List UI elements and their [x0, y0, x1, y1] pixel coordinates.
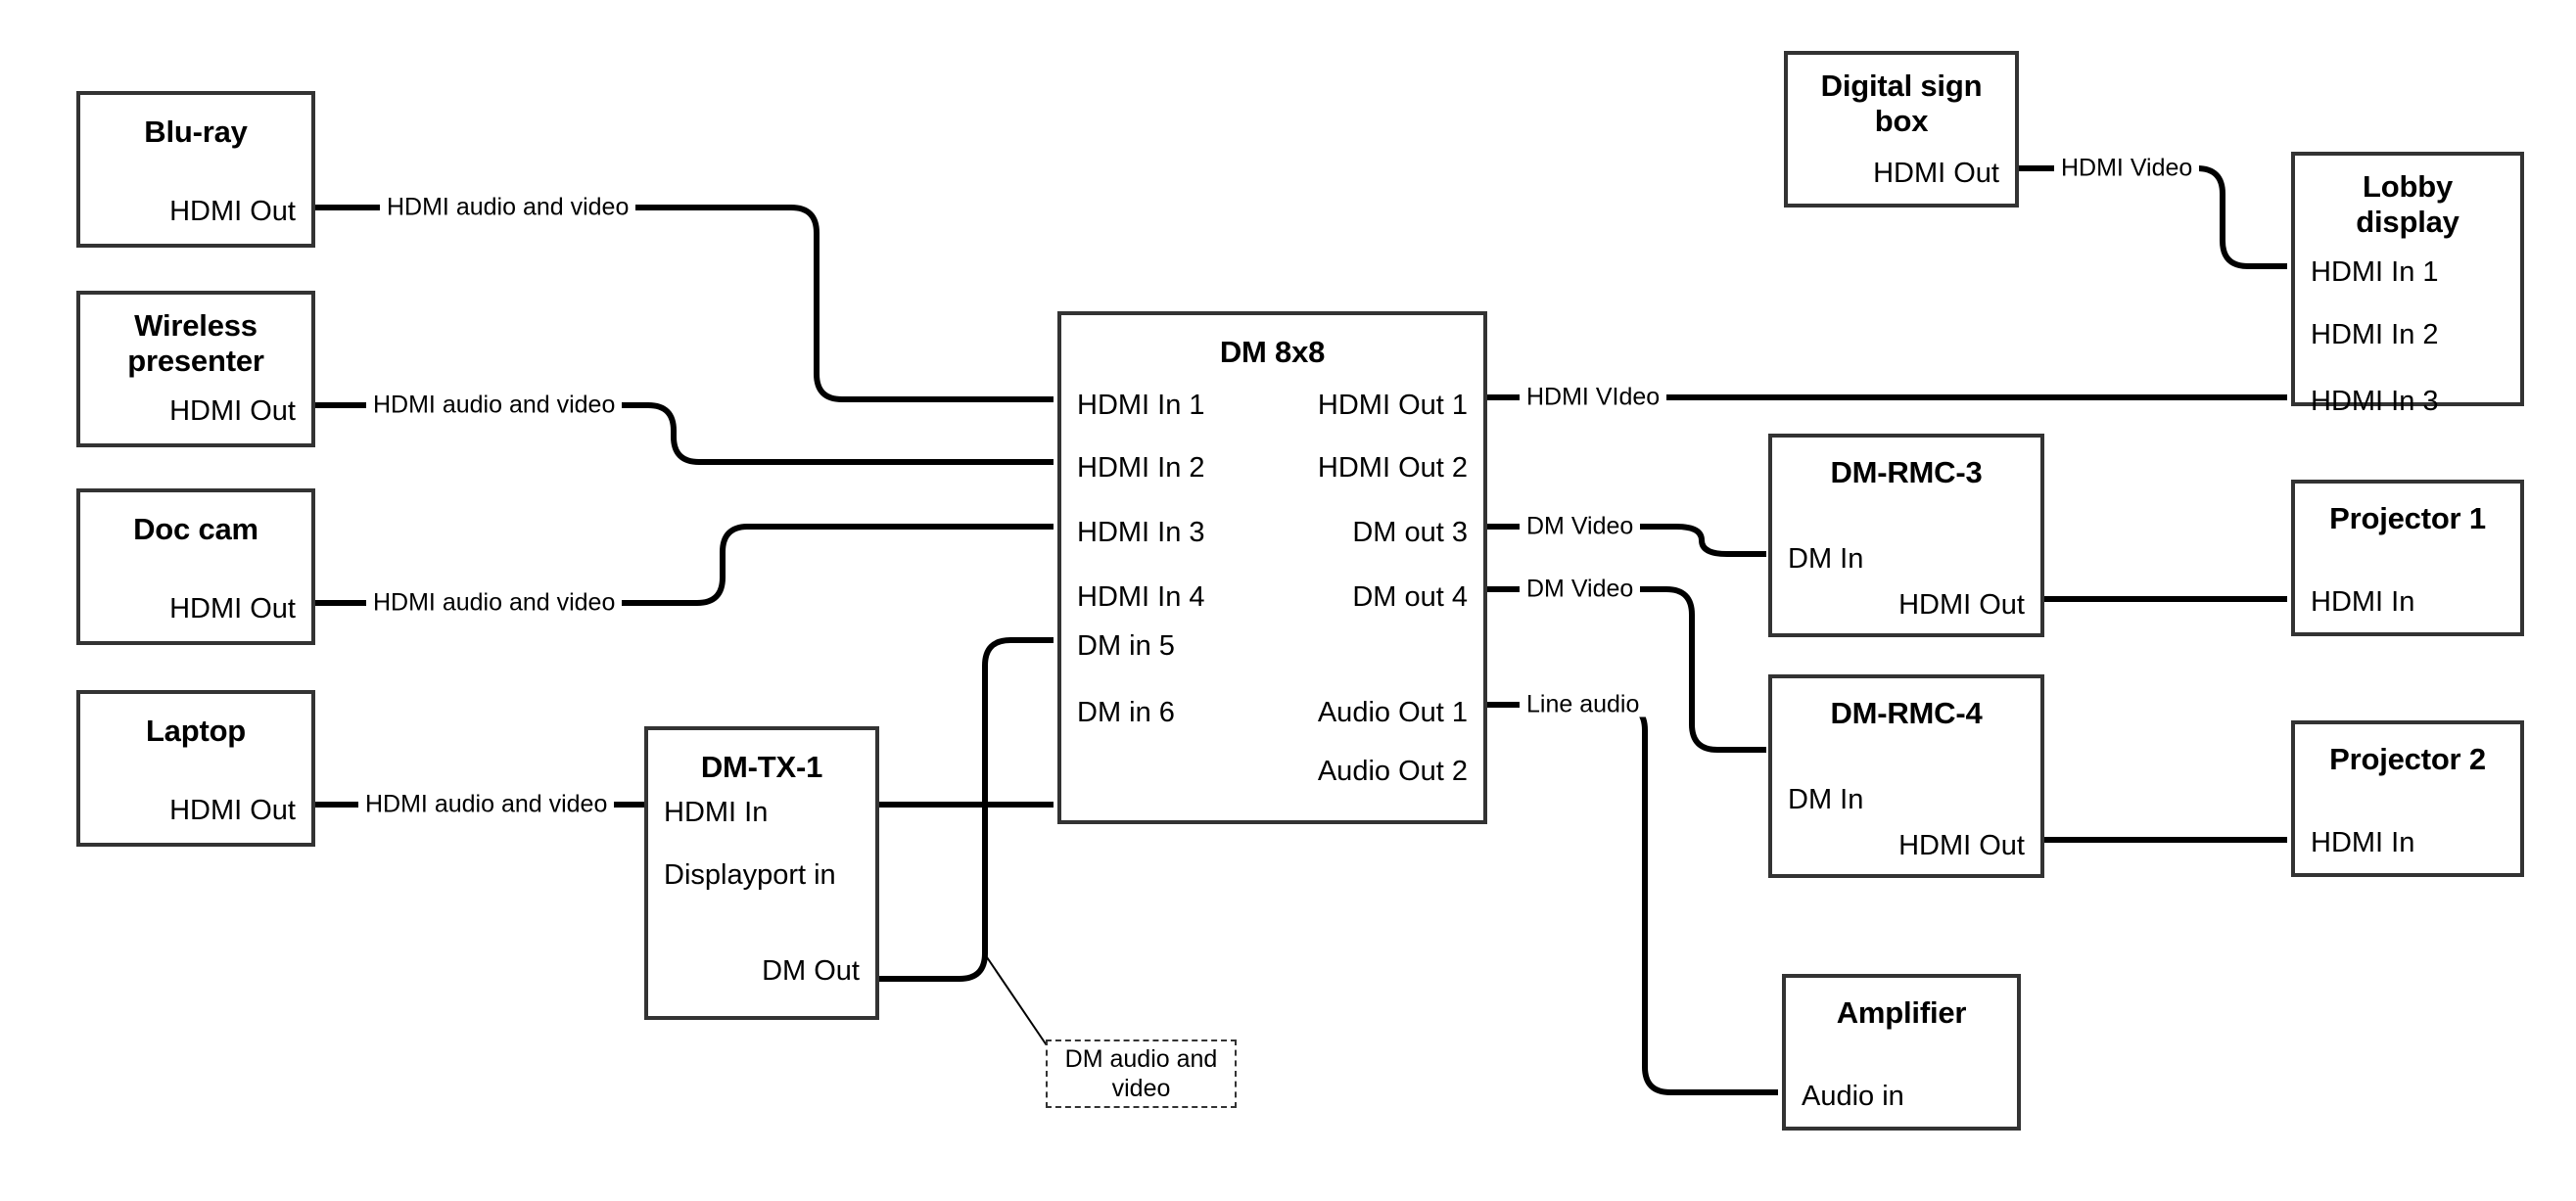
projector-1-port-hdmi-in: HDMI In — [2311, 586, 2415, 618]
dm-tx-1-port-dm-out: DM Out — [762, 955, 860, 987]
dm-8x8-input-hdmi-in-3: HDMI In 3 — [1077, 517, 1205, 548]
device-box-doc-cam[interactable]: Doc cam HDMI Out — [76, 488, 315, 645]
doc-cam-title: Doc cam — [133, 512, 258, 546]
lobby-display-input-hdmi-in-1: HDMI In 1 — [2311, 256, 2439, 288]
dm-8x8-output-audio-out-1: Audio Out 1 — [1317, 697, 1468, 728]
laptop-port-hdmi-out: HDMI Out — [169, 795, 296, 826]
device-box-dm-tx-1[interactable]: DM-TX-1 HDMI In Displayport in DM Out — [644, 726, 879, 1020]
lobby-display-input-hdmi-in-3: HDMI In 3 — [2311, 386, 2439, 417]
link-label-laptop-to-dmtx1: HDMI audio and video — [358, 792, 615, 817]
dm-rmc-4-port-hdmi-out: HDMI Out — [1898, 830, 2025, 861]
dm-8x8-output-hdmi-out-1: HDMI Out 1 — [1317, 390, 1468, 421]
dm-8x8-input-hdmi-in-2: HDMI In 2 — [1077, 452, 1205, 484]
link-label-dm-hdmiout1-to-lobby: HDMI VIdeo — [1520, 385, 1667, 410]
wire-wireless-to-dm-hdmi-in-2 — [315, 402, 1054, 465]
dm-tx-1-title: DM-TX-1 — [700, 750, 823, 784]
dm-tx-1-port-displayport-in: Displayport in — [664, 859, 836, 891]
lobby-display-input-hdmi-in-2: HDMI In 2 — [2311, 319, 2439, 350]
link-label-dm-dmout4-to-rmc4: DM Video — [1520, 577, 1641, 602]
projector-2-port-hdmi-in: HDMI In — [2311, 827, 2415, 858]
dm-rmc-4-port-dm-in: DM In — [1788, 784, 1864, 815]
callout-line-2: video — [1111, 1075, 1171, 1102]
wire-dm-dmout3-to-rmc3-dm-in — [1487, 524, 1766, 557]
device-box-bluray[interactable]: Blu-ray HDMI Out — [76, 91, 315, 248]
callout-line-1: DM audio and — [1064, 1045, 1218, 1073]
amplifier-title: Amplifier — [1836, 995, 1967, 1030]
dm-tx-1-port-hdmi-in: HDMI In — [664, 797, 769, 828]
dm-rmc-3-port-dm-in: DM In — [1788, 543, 1864, 575]
device-box-projector-2[interactable]: Projector 2 HDMI In — [2291, 720, 2524, 877]
dm-8x8-input-hdmi-in-1: HDMI In 1 — [1077, 390, 1205, 421]
dm-8x8-output-dm-out-3: DM out 3 — [1352, 517, 1468, 548]
digital-sign-box-port-hdmi-out: HDMI Out — [1873, 158, 1999, 189]
laptop-title: Laptop — [145, 714, 247, 748]
link-label-dm-audioout1-to-amp: Line audio — [1520, 692, 1647, 717]
lobby-display-title-line2: display — [2356, 205, 2459, 239]
device-box-digital-sign-box[interactable]: Digital sign box HDMI Out — [1784, 51, 2019, 208]
bluray-title: Blu-ray — [144, 115, 248, 149]
dm-8x8-output-audio-out-2: Audio Out 2 — [1317, 756, 1468, 787]
device-box-dm-rmc-3[interactable]: DM-RMC-3 DM In HDMI Out — [1768, 434, 2044, 637]
dm-8x8-output-hdmi-out-2: HDMI Out 2 — [1317, 452, 1468, 484]
dm-rmc-3-port-hdmi-out: HDMI Out — [1898, 589, 2025, 621]
wire-dm-dmout4-to-rmc4-dm-in — [1487, 586, 1766, 753]
wire-dmtx1-to-dm-in-5 — [879, 637, 1054, 982]
dm-rmc-3-title: DM-RMC-3 — [1830, 455, 1983, 489]
device-box-wireless-presenter[interactable]: Wireless presenter HDMI Out — [76, 291, 315, 447]
wireless-presenter-title-line1: Wireless — [134, 308, 258, 343]
projector-2-title: Projector 2 — [2329, 742, 2486, 776]
projector-1-title: Projector 1 — [2329, 501, 2486, 535]
digital-sign-box-title-line2: box — [1874, 104, 1929, 138]
link-label-dm-dmout3-to-rmc3: DM Video — [1520, 514, 1641, 539]
dm-8x8-output-dm-out-4: DM out 4 — [1352, 581, 1468, 613]
device-box-amplifier[interactable]: Amplifier Audio in — [1782, 974, 2021, 1131]
wire-dm-audioout1-to-amplifier — [1487, 702, 1778, 1095]
link-label-bluray-to-dm: HDMI audio and video — [380, 195, 636, 220]
device-box-dm-8x8[interactable]: DM 8x8 HDMI In 1 HDMI In 2 HDMI In 3 HDM… — [1057, 311, 1487, 824]
dm-8x8-input-dm-in-6: DM in 6 — [1077, 697, 1175, 728]
amplifier-port-audio-in: Audio in — [1802, 1081, 1904, 1112]
dm-8x8-input-hdmi-in-4: HDMI In 4 — [1077, 581, 1205, 613]
device-box-dm-rmc-4[interactable]: DM-RMC-4 DM In HDMI Out — [1768, 674, 2044, 878]
digital-sign-box-title-line1: Digital sign — [1820, 69, 1983, 103]
wire-sign-to-lobby-hdmi-in-1 — [1990, 165, 2287, 269]
wire-doccam-to-dm-hdmi-in-3 — [315, 524, 1054, 606]
dm-rmc-4-title: DM-RMC-4 — [1830, 696, 1983, 730]
lobby-display-title-line1: Lobby — [2363, 169, 2453, 204]
link-label-wireless-to-dm: HDMI audio and video — [366, 393, 623, 418]
device-box-projector-1[interactable]: Projector 1 HDMI In — [2291, 480, 2524, 636]
dm-8x8-title: DM 8x8 — [1219, 335, 1326, 369]
doc-cam-port-hdmi-out: HDMI Out — [169, 593, 296, 624]
dm-8x8-input-dm-in-5: DM in 5 — [1077, 630, 1175, 662]
callout-leader-line — [986, 956, 1048, 1046]
bluray-port-hdmi-out: HDMI Out — [169, 196, 296, 227]
device-box-lobby-display[interactable]: Lobby display HDMI In 1 HDMI In 2 HDMI I… — [2291, 152, 2524, 417]
wireless-presenter-port-hdmi-out: HDMI Out — [169, 395, 296, 427]
device-box-laptop[interactable]: Laptop HDMI Out — [76, 690, 315, 847]
callout-dm-audio-and-video: DM audio and video — [1046, 1039, 1237, 1108]
link-label-doccam-to-dm: HDMI audio and video — [366, 590, 623, 616]
link-label-sign-to-lobby: HDMI Video — [2054, 156, 2200, 181]
wire-bluray-to-dm-hdmi-in-1 — [315, 205, 1054, 402]
wireless-presenter-title-line2: presenter — [127, 344, 264, 378]
